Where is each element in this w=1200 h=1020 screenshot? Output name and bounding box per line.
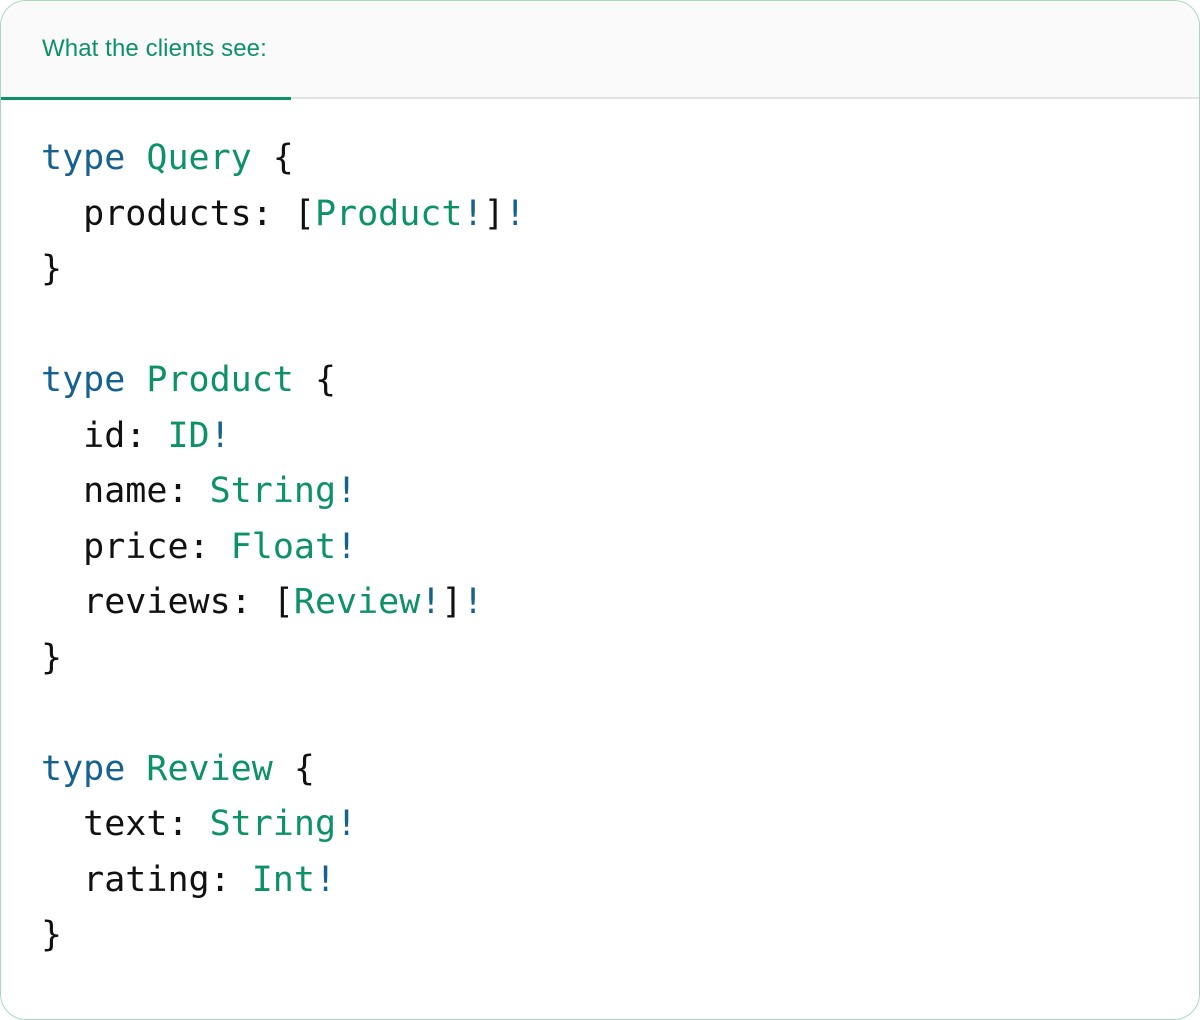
code-line: type Product { [41,353,1159,409]
code-token: Float [230,526,337,567]
code-token: { [293,360,337,400]
code-token: type [41,360,126,400]
code-token: ! [462,193,484,234]
code-token: ] [441,582,463,622]
code-line: text: String! [41,797,1159,853]
code-token: ! [420,582,442,622]
code-token: text: [83,804,210,844]
graphql-schema-code: type Query { products: [Product!]! } typ… [41,131,1159,964]
code-token: String [209,804,337,844]
code-line: id: ID! [41,409,1159,465]
code-token: ! [504,193,526,234]
code-token: price: [83,526,231,567]
code-line-blank [41,298,1159,354]
code-token: } [41,915,63,955]
code-indent [41,860,83,900]
code-pane: type Query { products: [Product!]! } typ… [1,99,1199,1004]
code-token: ! [336,526,358,567]
code-token: ! [336,804,358,844]
code-token: ] [483,193,505,234]
code-line: } [41,631,1159,687]
code-token [125,138,146,178]
code-token: products: [83,193,294,234]
code-line-blank [41,686,1159,742]
code-token: ! [209,415,231,456]
code-token [125,360,146,400]
code-token: { [272,748,315,789]
code-token: id: [83,415,168,456]
code-token: [ [293,193,315,234]
code-token: String [209,471,337,511]
code-line: rating: Int! [41,853,1159,909]
code-token: Query [146,138,252,178]
code-token: rating: [83,859,252,900]
code-line: } [41,908,1159,964]
code-indent [41,471,83,511]
code-indent [41,582,83,622]
code-token: ! [462,582,484,622]
code-token: Product [314,193,463,234]
code-token: type [41,748,126,789]
code-token: Review [146,748,273,789]
code-token: } [41,637,63,678]
code-token [125,749,146,789]
code-token: Int [251,859,315,900]
code-indent [41,194,83,234]
code-token: name: [83,471,210,511]
code-token: reviews: [83,582,273,622]
code-line: type Query { [41,131,1159,187]
code-token: ! [336,471,358,511]
code-line: } [41,242,1159,298]
code-line: reviews: [Review!]! [41,575,1159,631]
code-token: [ [272,582,294,622]
tab-what-the-clients-see[interactable]: What the clients see: [1,1,291,100]
code-token: ! [314,859,337,900]
code-line: products: [Product!]! [41,187,1159,243]
code-line: name: String! [41,464,1159,520]
tab-bar: What the clients see: [1,1,1199,100]
code-token: } [41,249,63,289]
code-indent [41,804,83,844]
code-indent [41,416,83,456]
code-token: { [251,138,294,178]
code-token: type [41,138,126,178]
code-token: Product [146,360,294,400]
code-token: ID [167,415,210,456]
code-line: price: Float! [41,520,1159,576]
code-token: Review [293,582,421,622]
code-indent [41,527,83,567]
code-line: type Review { [41,742,1159,798]
tab-label: What the clients see: [42,35,267,62]
